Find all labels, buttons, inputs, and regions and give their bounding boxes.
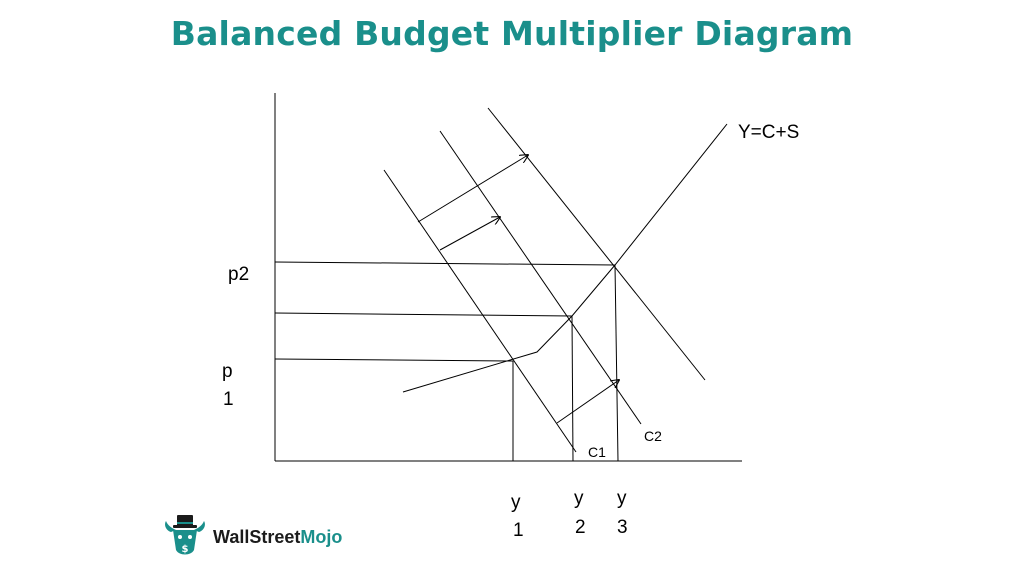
c2-label: C2 [644,428,662,444]
y2-drop-line [571,315,574,462]
mid-level-line [274,312,573,317]
logo-text-mojo: Mojo [300,526,343,547]
y3-label-top: y [617,488,627,509]
p1-level-line [274,358,514,362]
logo-text-wall: Wall [213,526,250,547]
p2-label: p2 [228,264,249,285]
y3-drop-line [614,264,619,462]
logo-text-street: Street [249,526,301,547]
shift-arrow-upper [417,155,528,223]
c3-line [487,107,706,381]
c2-line [439,130,642,425]
svg-text:$: $ [182,544,189,555]
y2-label-bottom: 2 [575,517,586,538]
y3-label-bottom: 3 [617,517,628,538]
p1-label-bottom: 1 [223,389,234,410]
y1-label-bottom: 1 [513,520,524,541]
y2-label-top: y [574,488,584,509]
diagram-title: Balanced Budget Multiplier Diagram [170,14,854,53]
p1-label-top: p [222,361,233,382]
c1-line [383,169,577,453]
c1-label: C1 [588,444,606,460]
p2-level-line [274,261,616,266]
shift-arrow-middle [439,217,500,251]
y-line-label: Y=C+S [738,122,799,143]
bull-mascot-icon: $ [165,515,205,555]
shift-arrow-lower [556,380,619,424]
y1-label-top: y [511,492,521,513]
y-equals-c-plus-s-line [402,123,728,393]
